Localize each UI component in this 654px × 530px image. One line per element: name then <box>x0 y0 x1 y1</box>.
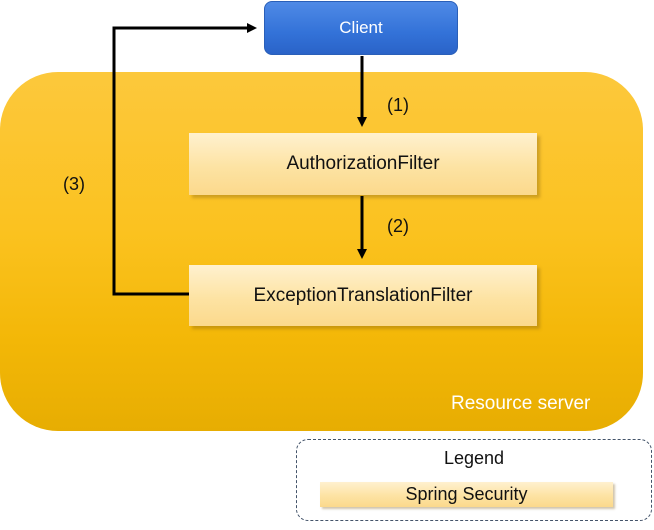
client-label: Client <box>339 18 383 37</box>
legend-item-label: Spring Security <box>405 484 528 504</box>
authorization-filter-node: AuthorizationFilter <box>189 133 537 195</box>
exception-translation-filter-node: ExceptionTranslationFilter <box>189 265 537 326</box>
step-label-1: (1) <box>387 95 409 115</box>
arrow-exception-to-client <box>112 23 257 296</box>
resource-server-region <box>0 72 643 431</box>
step-label-2: (2) <box>387 216 409 236</box>
exception-translation-filter-label: ExceptionTranslationFilter <box>253 284 473 306</box>
legend-item-spring-security: Spring Security <box>320 482 613 507</box>
authorization-filter-label: AuthorizationFilter <box>286 153 440 174</box>
step-label-3: (3) <box>63 174 85 194</box>
legend-box: Legend Spring Security <box>296 439 652 521</box>
resource-server-label: Resource server <box>451 393 591 414</box>
legend-title: Legend <box>443 448 505 468</box>
client-node: Client <box>264 1 458 55</box>
